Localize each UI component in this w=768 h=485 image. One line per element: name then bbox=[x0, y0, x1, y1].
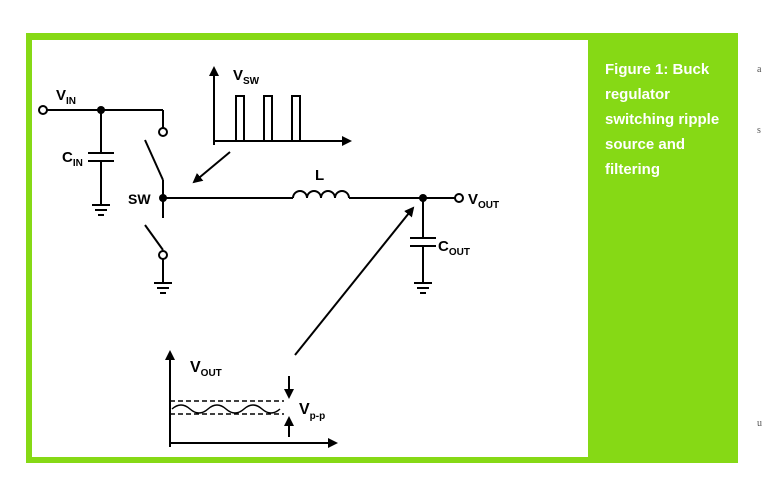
high-side-switch-contact bbox=[158, 127, 168, 137]
edge-mark: s bbox=[757, 125, 761, 136]
low-side-switch bbox=[144, 224, 164, 251]
vout-label: VOUT bbox=[468, 191, 499, 211]
vsw-label: VSW bbox=[233, 67, 260, 87]
edge-mark: a bbox=[757, 64, 762, 75]
vsw-pointer-arrow bbox=[192, 151, 231, 184]
sw-junction-dot bbox=[159, 194, 167, 202]
vin-terminal bbox=[38, 105, 48, 115]
sw-label: SW bbox=[128, 191, 151, 207]
vpp-label: Vp-p bbox=[299, 401, 325, 422]
inductor-label: L bbox=[315, 167, 324, 184]
figure-caption: Figure 1: Buck regulator switching rippl… bbox=[605, 57, 733, 182]
vin-junction-dot bbox=[97, 106, 105, 114]
vsw-pulse-train bbox=[214, 95, 301, 142]
caption-line: source and bbox=[605, 136, 686, 153]
high-side-switch bbox=[144, 139, 164, 181]
low-side-switch-contact bbox=[158, 250, 168, 260]
edge-mark: u bbox=[757, 418, 762, 429]
caption-line: Figure 1: Buck bbox=[605, 61, 710, 78]
vout-junction-dot bbox=[419, 194, 427, 202]
caption-line: regulator bbox=[605, 86, 671, 103]
ripple-pointer-arrow bbox=[294, 206, 415, 356]
cin-label: CIN bbox=[62, 149, 83, 169]
caption-line: switching ripple bbox=[605, 111, 720, 128]
inductor-coil bbox=[292, 190, 350, 199]
vin-label: VIN bbox=[56, 87, 76, 107]
ripple-waveform bbox=[171, 404, 281, 414]
caption-line: filtering bbox=[605, 161, 660, 178]
cout-label: COUT bbox=[438, 238, 470, 258]
vout-terminal bbox=[454, 193, 464, 203]
vout-graph-label: VOUT bbox=[190, 359, 222, 379]
